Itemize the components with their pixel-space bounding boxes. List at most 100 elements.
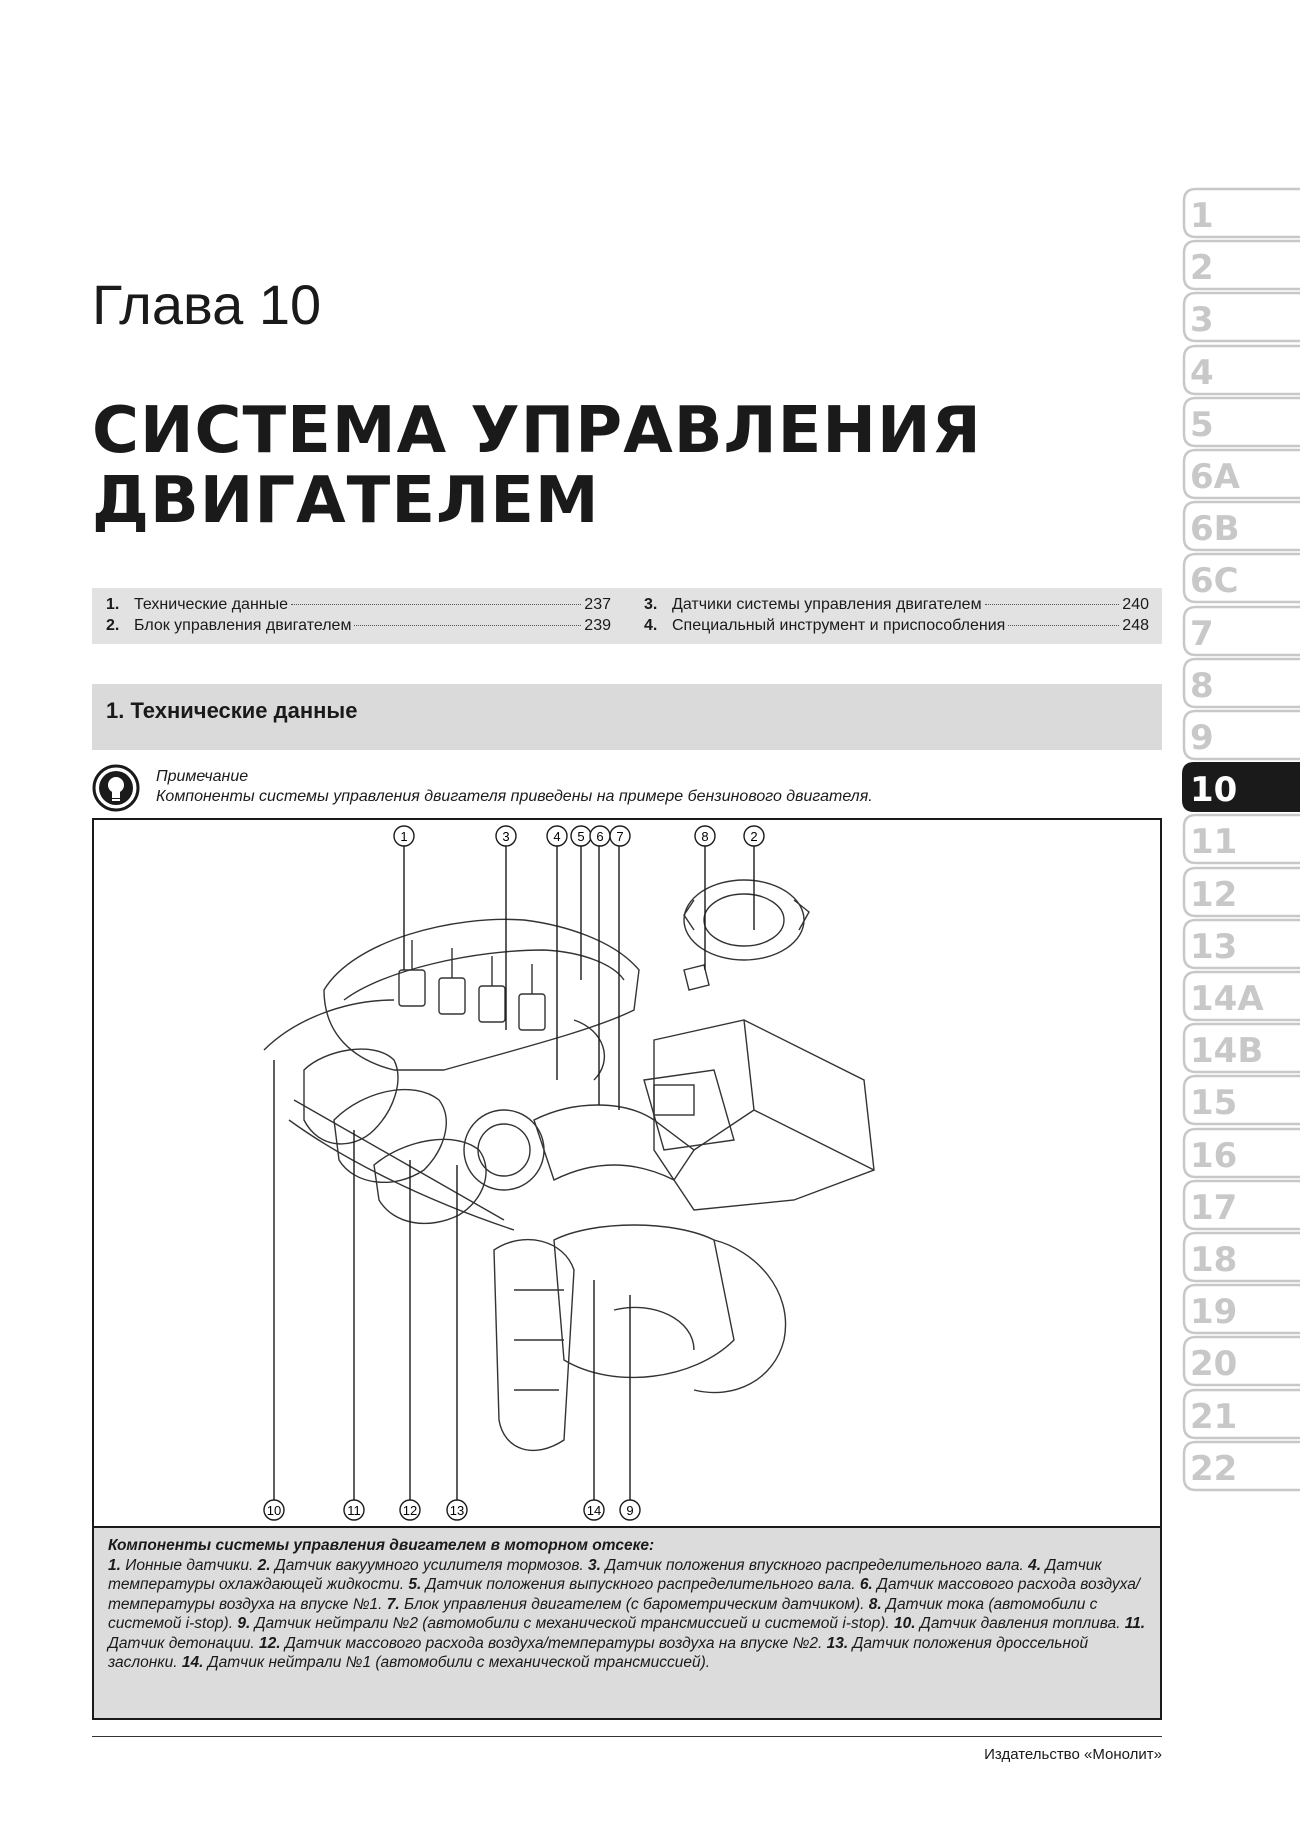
chapter-tab-14b[interactable]: 14B <box>1180 1021 1300 1075</box>
chapter-tab-label: 6A <box>1190 457 1240 497</box>
toc-leader-dots <box>1008 625 1120 626</box>
chapter-tab-label: 11 <box>1190 822 1238 863</box>
chapter-tab-label: 6C <box>1190 561 1239 602</box>
caption-items: 1. Ионные датчики. 2. Датчик вакуумного … <box>108 1557 1145 1672</box>
tab-shape <box>1182 1440 1300 1492</box>
caption-item-text: Датчик тока (автомобили с системой i-sto… <box>108 1595 1098 1633</box>
note-text: Компоненты системы управления двигателя … <box>156 788 873 805</box>
chapter-tab-1[interactable]: 1 <box>1180 186 1300 240</box>
svg-text:13: 13 <box>450 1503 464 1518</box>
footer-divider <box>92 1736 1162 1737</box>
svg-text:1: 1 <box>400 829 407 844</box>
caption-item-number: 2. <box>257 1556 271 1574</box>
caption-item-number: 14. <box>181 1654 204 1671</box>
caption-item-number: 8. <box>868 1595 882 1613</box>
svg-text:8: 8 <box>701 829 708 844</box>
chapter-tab-label: 12 <box>1190 874 1238 915</box>
toc-item-page: 237 <box>584 596 611 613</box>
caption-item-text: Датчик нейтрали №1 (автомобили с механич… <box>203 1654 711 1671</box>
caption-item-text: Датчик нейтрали №2 (автомобили с механич… <box>250 1615 895 1632</box>
toc-leader-dots <box>291 604 582 605</box>
toc-item[interactable]: 1. Технические данные 237 <box>106 596 611 617</box>
chapter-tab-label: 6B <box>1190 509 1240 550</box>
chapter-tab-5[interactable]: 5 <box>1180 395 1300 449</box>
chapter-tab-label: 8 <box>1190 665 1214 706</box>
chapter-tab-label: 22 <box>1190 1448 1238 1489</box>
page-title-line-1: СИСТЕМА УПРАВЛЕНИЯ <box>92 394 982 468</box>
svg-text:14: 14 <box>587 1503 601 1518</box>
chapter-tab-8[interactable]: 8 <box>1180 656 1300 710</box>
svg-text:4: 4 <box>553 829 560 844</box>
caption-item-text: Ионные датчики. <box>120 1556 258 1574</box>
tab-shape <box>1182 1231 1300 1283</box>
chapter-tab-12[interactable]: 12 <box>1180 865 1300 919</box>
caption-item-number: 3. <box>588 1556 601 1574</box>
chapter-tab-label: 19 <box>1190 1292 1238 1333</box>
chapter-tab-10[interactable]: 10 <box>1180 760 1300 814</box>
page-title: СИСТЕМА УПРАВЛЕНИЯ ДВИГАТЕЛЕМ <box>92 396 982 536</box>
toc-item[interactable]: 4. Специальный инструмент и приспособлен… <box>644 617 1149 638</box>
caption-item-number: 5. <box>408 1576 422 1593</box>
toc-leader-dots <box>354 625 582 626</box>
tab-shape <box>1182 1179 1300 1231</box>
svg-text:11: 11 <box>347 1503 361 1518</box>
tab-shape <box>1182 866 1300 917</box>
caption-item-text: Датчик детонации. <box>108 1634 259 1652</box>
chapter-tab-20[interactable]: 20 <box>1180 1334 1300 1388</box>
toc-item[interactable]: 3. Датчики системы управления двигателем… <box>644 596 1149 617</box>
chapter-tab-label: 21 <box>1190 1396 1238 1437</box>
chapter-tab-6c[interactable]: 6C <box>1180 551 1300 605</box>
chapter-tab-22[interactable]: 22 <box>1180 1439 1300 1493</box>
caption-item-text: Датчик положения дроссельной заслонки. <box>108 1634 1089 1672</box>
chapter-tab-3[interactable]: 3 <box>1180 290 1300 344</box>
toc-item-number: 4. <box>644 617 658 634</box>
chapter-tab-label: 20 <box>1190 1344 1238 1385</box>
chapter-tab-6b[interactable]: 6B <box>1180 499 1300 553</box>
toc-item-title: Блок управления двигателем <box>134 617 352 634</box>
toc-item-number: 1. <box>106 596 120 613</box>
callout-4: 4 <box>546 825 568 847</box>
chapter-tab-11[interactable]: 11 <box>1180 812 1300 866</box>
callout-9: 9 <box>619 1499 641 1521</box>
chapter-tab-7[interactable]: 7 <box>1180 604 1300 658</box>
toc-item-title: Специальный инструмент и приспособления <box>672 617 1006 634</box>
chapter-tab-16[interactable]: 16 <box>1180 1126 1300 1180</box>
toc-item-page: 248 <box>1122 617 1149 634</box>
tab-shape <box>1182 918 1300 970</box>
tab-shape <box>1182 970 1300 1022</box>
caption-item-number: 6. <box>859 1576 873 1593</box>
caption-item-number: 10. <box>894 1615 916 1632</box>
toc-item-number: 2. <box>106 617 120 634</box>
callout-group <box>273 846 755 1500</box>
chapter-tab-label: 1 <box>1190 196 1214 236</box>
chapter-tab-6a[interactable]: 6A <box>1180 447 1300 501</box>
toc-item[interactable]: 2. Блок управления двигателем 239 <box>106 617 611 638</box>
figure-caption: Компоненты системы управления двигателем… <box>92 1528 1162 1720</box>
callout-13: 13 <box>446 1499 468 1521</box>
chapter-tab-13[interactable]: 13 <box>1180 917 1300 971</box>
table-of-contents: 1. Технические данные 237 2. Блок управл… <box>92 588 1162 644</box>
chapter-tab-2[interactable]: 2 <box>1180 238 1300 292</box>
svg-text:9: 9 <box>626 1503 633 1518</box>
chapter-tab-18[interactable]: 18 <box>1180 1230 1300 1284</box>
svg-text:12: 12 <box>403 1503 417 1518</box>
chapter-tab-19[interactable]: 19 <box>1180 1282 1300 1336</box>
chapter-tab-label: 7 <box>1190 613 1214 654</box>
callout-10: 10 <box>263 1499 285 1521</box>
toc-column-left: 1. Технические данные 237 2. Блок управл… <box>106 596 611 638</box>
callout-7: 7 <box>609 825 631 847</box>
chapter-tab-9[interactable]: 9 <box>1180 708 1300 762</box>
chapter-tab-14a[interactable]: 14A <box>1180 969 1300 1023</box>
tab-shape <box>1182 553 1300 604</box>
chapter-tab-15[interactable]: 15 <box>1180 1073 1300 1127</box>
chapter-tab-17[interactable]: 17 <box>1180 1178 1300 1232</box>
tab-shape <box>1182 239 1300 291</box>
tab-shape <box>1182 187 1300 239</box>
chapter-tab-4[interactable]: 4 <box>1180 343 1300 397</box>
chapter-tab-label: 3 <box>1190 300 1214 341</box>
svg-text:5: 5 <box>577 829 584 844</box>
chapter-tab-label: 17 <box>1190 1187 1238 1228</box>
chapter-tab-21[interactable]: 21 <box>1180 1387 1300 1441</box>
tab-shape <box>1182 500 1300 552</box>
tab-shape <box>1182 1336 1300 1387</box>
